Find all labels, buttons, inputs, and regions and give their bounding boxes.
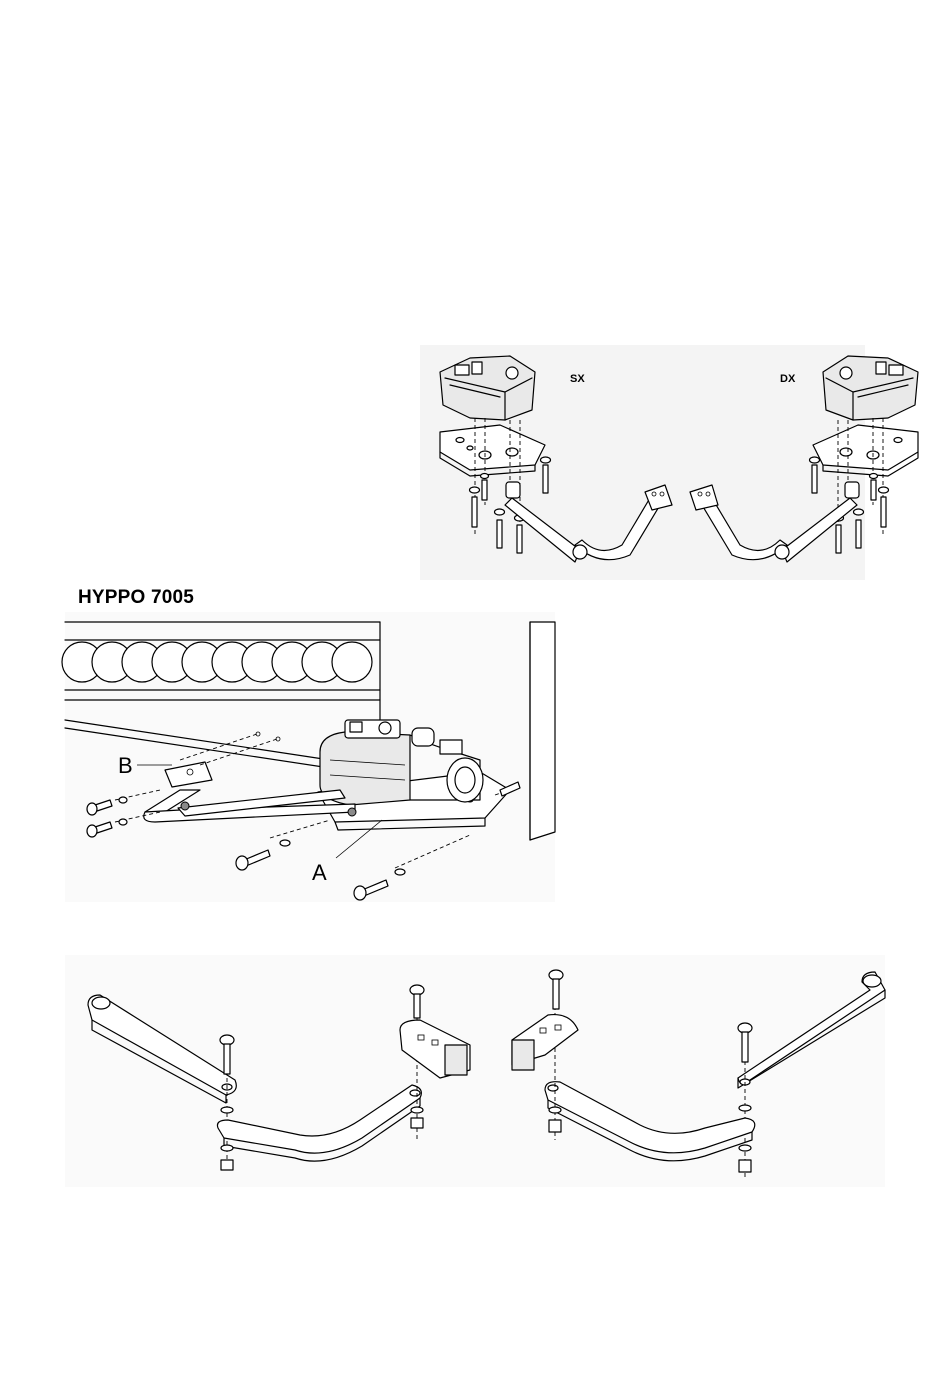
dx-motor-unit: [823, 356, 918, 420]
label-dx: DX: [780, 373, 796, 385]
sx-motor-unit: [440, 356, 535, 420]
label-sx: SX: [570, 373, 585, 385]
figure-title: HYPPO 7005: [78, 587, 194, 609]
